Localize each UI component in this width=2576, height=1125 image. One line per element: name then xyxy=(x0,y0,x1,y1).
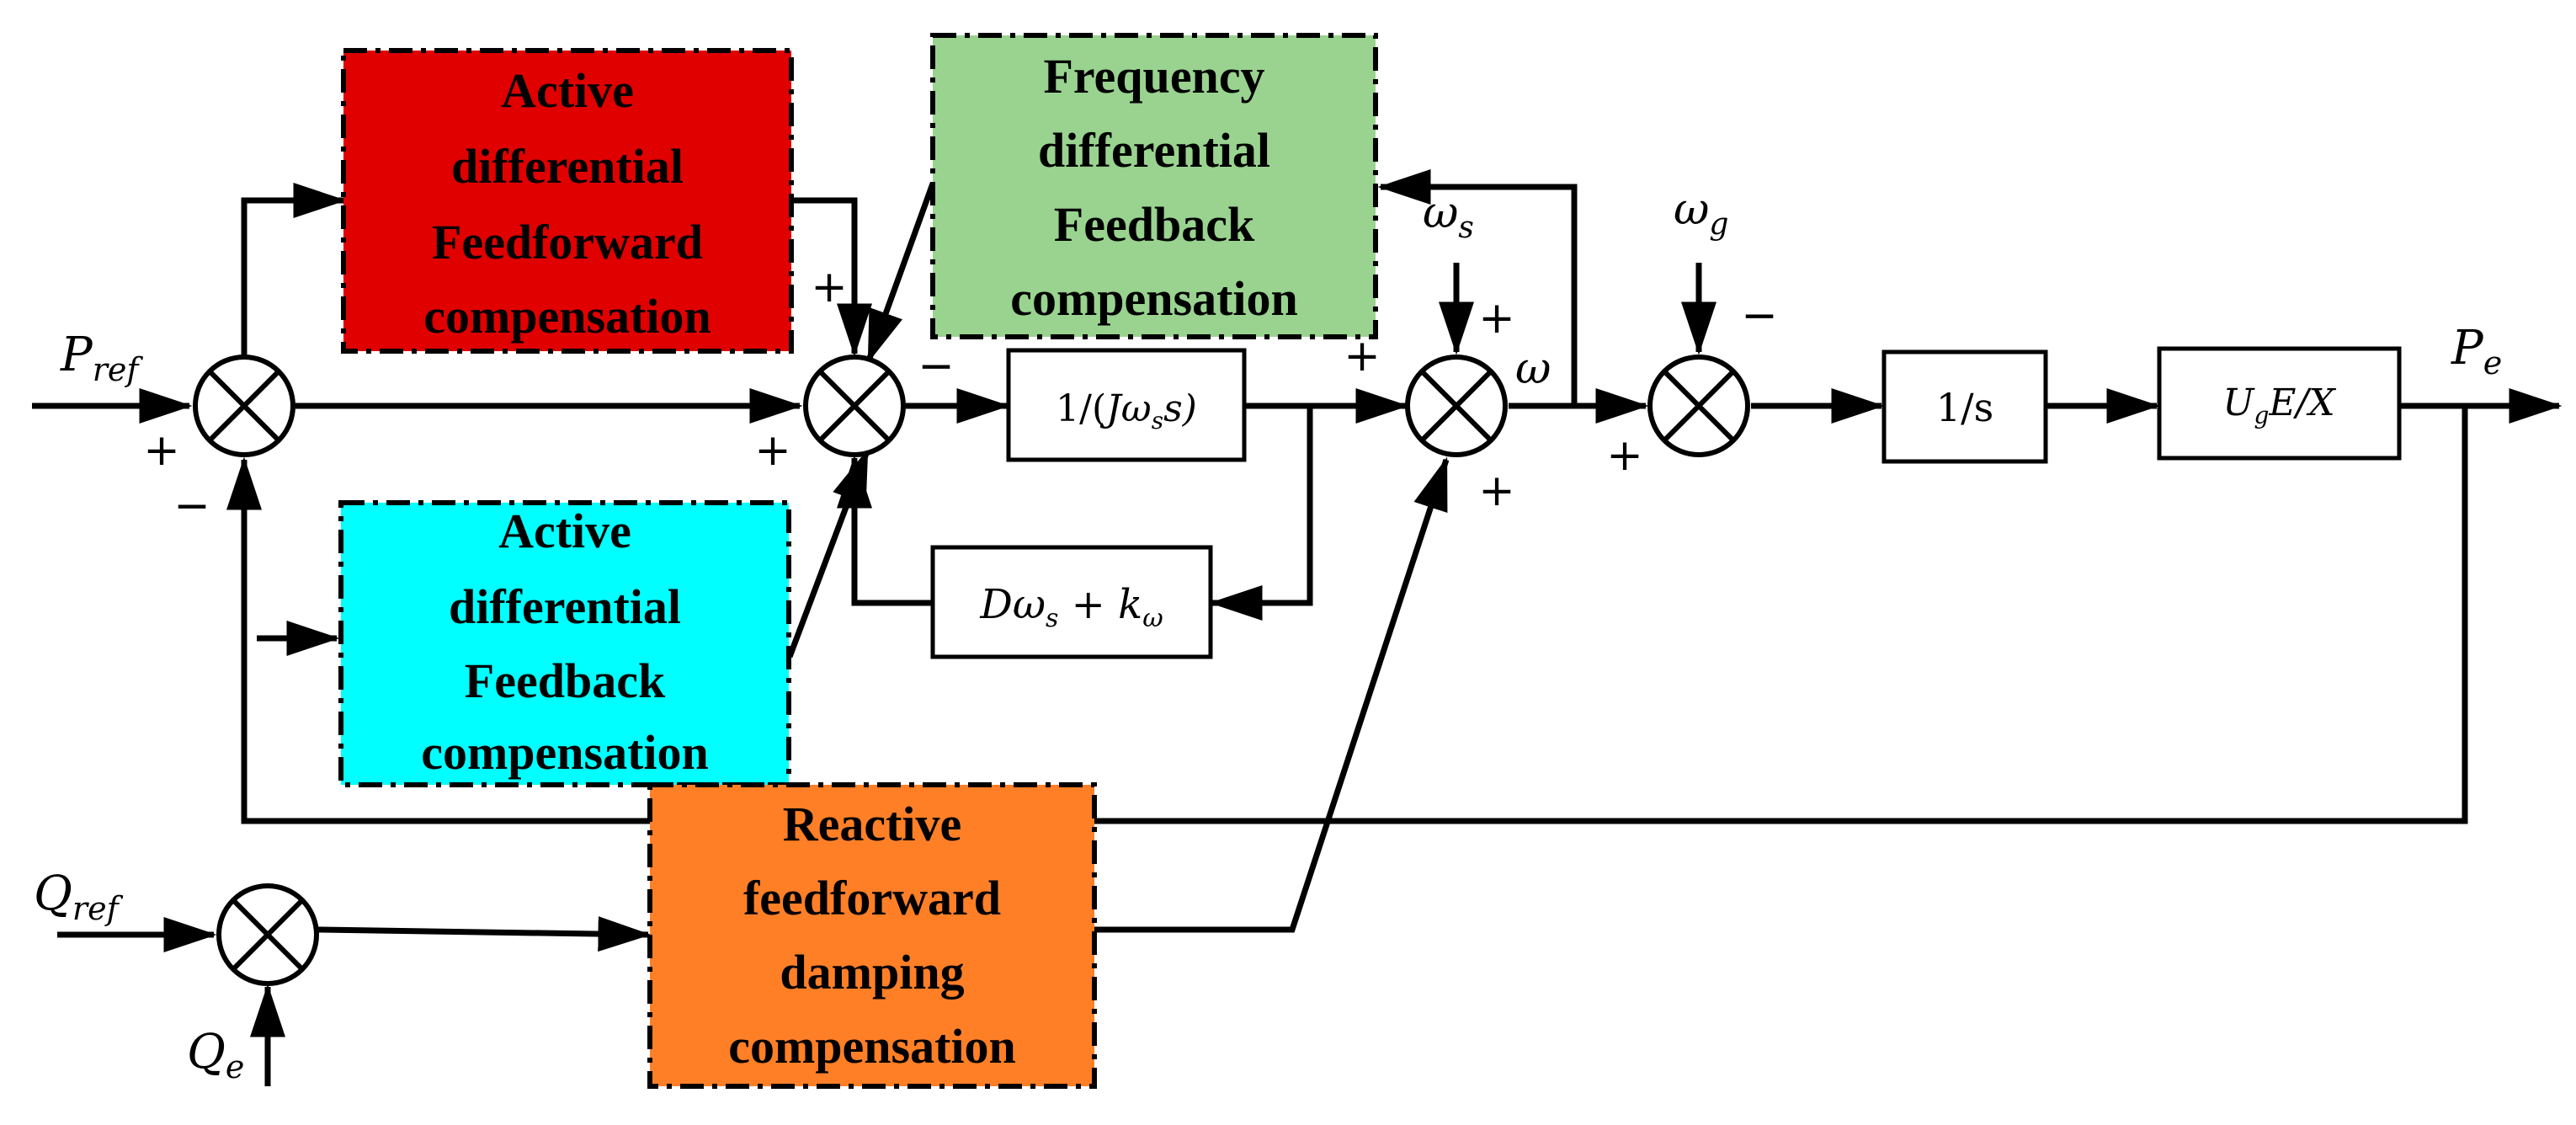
freq-fb-line-3: Feedback xyxy=(1054,197,1255,252)
active-fb-rect xyxy=(338,500,791,787)
sum2-top-sign: + xyxy=(811,262,848,312)
damping-tf-label: Dωs + kω xyxy=(979,581,1163,633)
damping-block: Dωs + kω xyxy=(930,545,1213,659)
sum4-top-sign: − xyxy=(1741,291,1778,341)
active-ff-line-1: Active xyxy=(501,63,634,118)
freq-fb-line-2: differential xyxy=(1038,123,1270,178)
wire-active-ff-to-sum2 xyxy=(791,197,872,357)
reactive-ff-line-2: feedforward xyxy=(743,871,1001,925)
reactive-ff-line-4: compensation xyxy=(728,1019,1016,1074)
active-ff-line-4: compensation xyxy=(423,289,711,344)
sum1-feedback-sign: − xyxy=(173,481,210,531)
sum-junction-4 xyxy=(1647,355,1750,457)
qref-label: Qref xyxy=(34,866,124,927)
signal-wires xyxy=(32,169,2563,1086)
inertia-block: 1/(Jωss) xyxy=(1006,348,1247,462)
omega-g-label: ωg xyxy=(1674,184,1728,242)
sum2-output-sign: − xyxy=(918,341,955,392)
pe-label: Pe xyxy=(2451,321,2502,381)
wire-damping-to-sum2 xyxy=(837,455,933,606)
qe-label: Qe xyxy=(187,1025,244,1085)
wire-pe-feedback xyxy=(226,406,2468,824)
sum-junction-3 xyxy=(1405,355,1508,457)
wire-freq-fb-to-sum2 xyxy=(865,182,936,364)
wire-sum5-to-reactive xyxy=(317,916,652,952)
active-fb-line-1: Active xyxy=(498,504,631,558)
sum3-bottom-sign: + xyxy=(1478,466,1515,516)
freq-fb-block: Frequency differential Feedback compensa… xyxy=(930,33,1378,339)
freq-fb-line-1: Frequency xyxy=(1043,49,1264,104)
integrator-rect xyxy=(1881,349,2048,464)
reactive-ff-line-3: damping xyxy=(780,945,964,1000)
wire-to-damping xyxy=(1209,406,1313,621)
active-fb-line-3: Feedback xyxy=(465,653,666,708)
inertia-rect xyxy=(1006,348,1247,462)
freq-fb-rect xyxy=(930,33,1378,339)
sum4-left-sign: + xyxy=(1606,430,1643,481)
damping-rect xyxy=(930,545,1213,659)
reactive-ff-block: Reactive feedforward damping compensatio… xyxy=(647,782,1097,1089)
pref-label: Pref xyxy=(60,328,143,388)
omega-s-label: ωs xyxy=(1423,188,1474,245)
power-rect xyxy=(2157,346,2402,461)
inertia-tf-label: 1/(Jωss) xyxy=(1056,387,1197,435)
wire-reactive-to-sum3 xyxy=(1094,456,1450,933)
sum-junction-5 xyxy=(216,883,319,986)
reactive-ff-line-1: Reactive xyxy=(783,797,962,851)
wire-omega-to-freq-fb xyxy=(1377,169,1578,406)
active-fb-line-2: differential xyxy=(449,579,681,634)
power-tf-label: UgE/X xyxy=(2222,381,2336,429)
freq-fb-line-4: compensation xyxy=(1010,271,1298,326)
sum1-input-sign: + xyxy=(143,425,180,476)
sum-junction-1 xyxy=(193,355,295,457)
power-block: UgE/X xyxy=(2157,346,2402,461)
sum2-left-sign: + xyxy=(754,425,791,476)
wire-sum1-to-active-ff xyxy=(241,183,347,355)
sum3-left-sign: + xyxy=(1344,331,1381,381)
active-ff-rect xyxy=(341,48,794,354)
reactive-ff-rect xyxy=(647,782,1097,1089)
active-ff-block: Active differential Feedforward compensa… xyxy=(341,48,794,354)
integrator-block: 1/s xyxy=(1881,349,2048,464)
sum3-top-sign: + xyxy=(1478,293,1515,344)
omega-label: ω xyxy=(1515,344,1551,394)
active-ff-line-3: Feedforward xyxy=(432,215,703,269)
integrator-tf-label: 1/s xyxy=(1936,385,1993,430)
active-fb-line-4: compensation xyxy=(421,725,709,780)
sum-junction-2 xyxy=(803,355,906,457)
active-ff-line-2: differential xyxy=(451,139,684,194)
active-fb-block: Active differential Feedback compensatio… xyxy=(338,500,791,787)
